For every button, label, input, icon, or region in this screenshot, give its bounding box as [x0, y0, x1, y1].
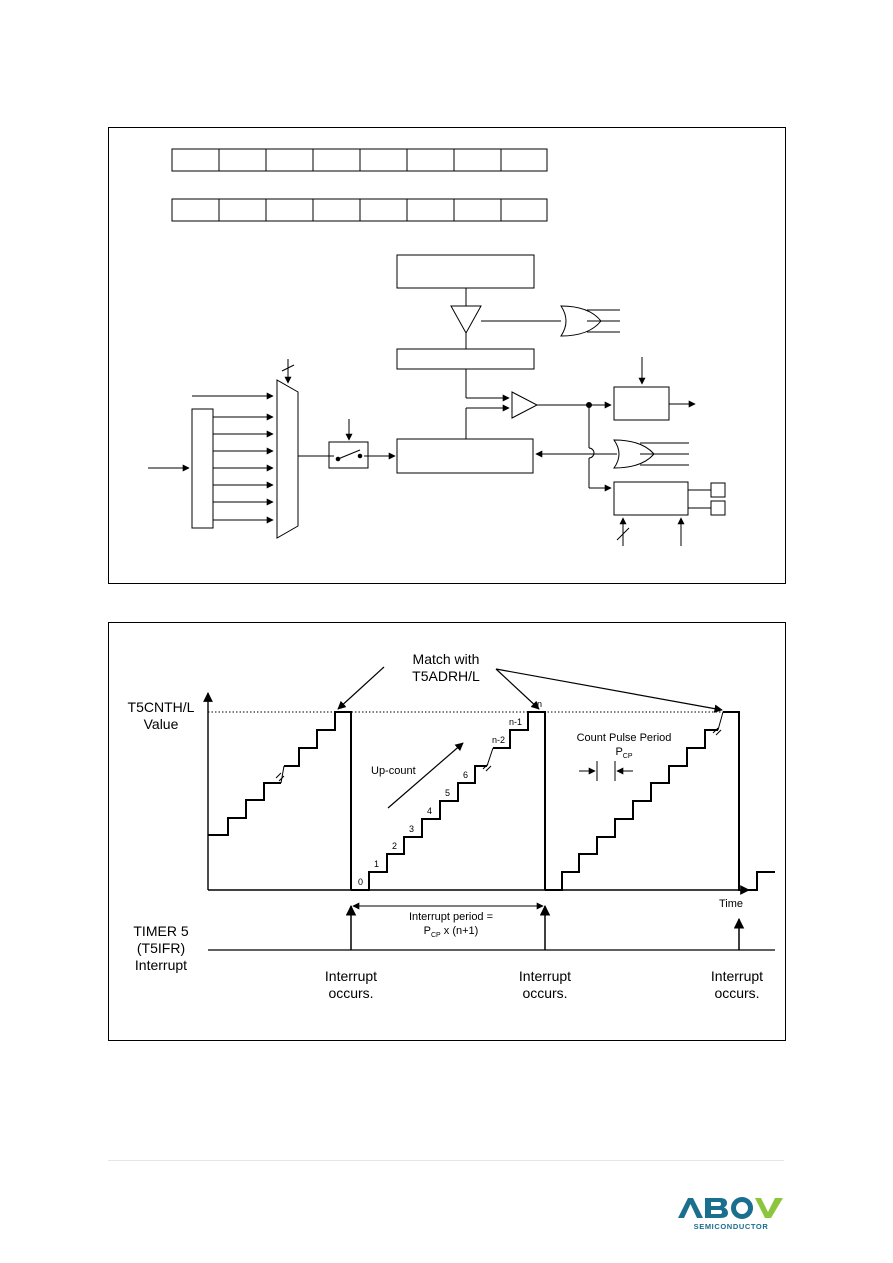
prescaler-block	[191, 408, 214, 529]
count-pulse-period-text: Count Pulse Period	[576, 732, 672, 744]
data-register-block	[396, 254, 535, 289]
match-label-line2: T5ADRH/L	[412, 668, 480, 684]
comparator-triangle	[511, 391, 539, 419]
staircase-2	[351, 711, 546, 891]
step-label: n	[537, 699, 543, 709]
interrupt-occurs-3-line2: occurs.	[714, 985, 760, 1001]
count-pulse-period-label: Count Pulse Period PCP	[559, 731, 689, 764]
pcp-label: PCP	[559, 745, 689, 764]
clock-enable-switch	[328, 441, 369, 469]
match-label-line1: Match with	[412, 651, 480, 667]
timer-label-line3: Interrupt	[134, 957, 188, 973]
y-axis-label-line1: T5CNTH/L	[127, 699, 195, 715]
block-diagram-panel	[108, 127, 786, 584]
step-label: 4	[427, 806, 433, 816]
step-label: n-2	[492, 735, 506, 745]
y-axis-label-line2: Value	[143, 716, 179, 732]
step-label: 5	[445, 788, 451, 798]
interrupt-period-cp: CP	[431, 932, 441, 940]
footer-divider	[108, 1160, 784, 1161]
or-gate-top	[560, 305, 602, 337]
buffer-register-block	[396, 348, 535, 370]
pcp-sub: CP	[622, 753, 633, 761]
register-row-low	[171, 198, 548, 222]
output-pin-a	[710, 482, 726, 498]
step-label: 6	[463, 770, 469, 780]
abov-logo-mark: SEMICONDUCTOR	[678, 1197, 783, 1231]
interrupt-flag-block	[613, 386, 670, 421]
up-count-label: Up-count	[371, 765, 416, 777]
timer-label-line2: (T5IFR)	[136, 940, 186, 956]
interrupt-occurs-3-line1: Interrupt	[710, 968, 764, 984]
abov-logo-tagline: SEMICONDUCTOR	[694, 1222, 769, 1231]
step-label: 1	[374, 859, 380, 869]
timer-label: TIMER 5 (T5IFR) Interrupt	[109, 923, 213, 974]
y-axis-label: T5CNTH/L Value	[109, 699, 213, 733]
pwm-output-block	[613, 481, 689, 516]
interrupt-occurs-2: Interrupt occurs.	[503, 968, 587, 1002]
time-label: Time	[719, 898, 744, 910]
interrupt-occurs-1-line1: Interrupt	[324, 968, 378, 984]
interrupt-occurs-2-line2: occurs.	[522, 985, 568, 1001]
counter-block	[396, 438, 534, 474]
match-label: Match with T5ADRH/L	[391, 651, 501, 685]
interrupt-occurs-1-line2: occurs.	[328, 985, 374, 1001]
break-marks	[275, 711, 724, 784]
abov-logo: SEMICONDUCTOR	[676, 1196, 786, 1232]
interrupt-period-p: P	[423, 925, 431, 937]
timing-diagram-panel: Match with T5ADRH/L T5CNTH/L Value Up-co…	[108, 622, 786, 1041]
output-pin-b	[710, 500, 726, 516]
timer-label-line1: TIMER 5	[133, 923, 189, 939]
block-diagram-svg	[148, 148, 726, 546]
pcp-main: P	[615, 746, 623, 758]
interrupt-period-label: Interrupt period = PCP x (n+1)	[386, 910, 516, 943]
interrupt-period-rest: x (n+1)	[440, 925, 479, 937]
step-label: n-1	[509, 717, 523, 727]
register-row-high	[171, 148, 548, 172]
buffer-triangle	[450, 305, 482, 335]
step-label: 0	[358, 877, 364, 887]
timing-diagram-svg	[203, 666, 775, 951]
staircase-1	[208, 711, 352, 890]
up-count-arrow	[387, 742, 464, 809]
interrupt-occurs-2-line1: Interrupt	[518, 968, 572, 984]
step-label: 3	[409, 824, 415, 834]
interrupt-occurs-1: Interrupt occurs.	[309, 968, 393, 1002]
step-label: 2	[392, 841, 398, 851]
interrupt-period-line2: PCP x (n+1)	[386, 924, 516, 943]
staircase-3	[545, 711, 775, 891]
interrupt-occurs-3: Interrupt occurs.	[695, 968, 779, 1002]
or-gate-middle	[613, 439, 655, 469]
interrupt-period-line1: Interrupt period =	[408, 911, 494, 923]
clock-mux	[276, 379, 299, 539]
